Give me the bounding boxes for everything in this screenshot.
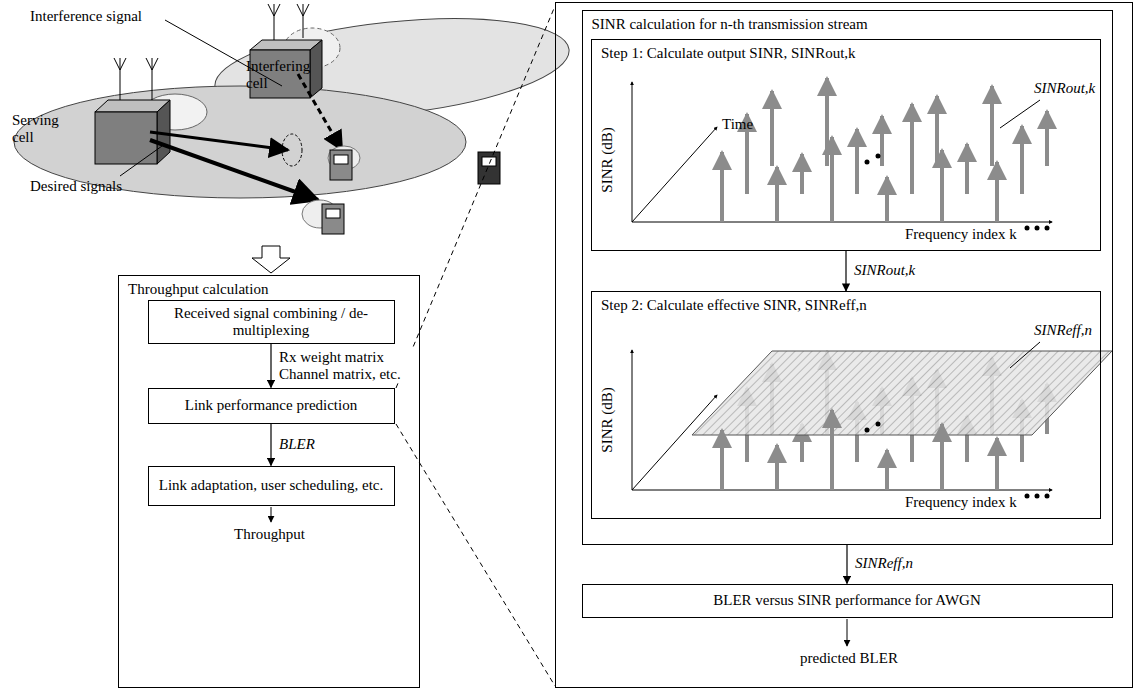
panel-title: Step 1: Calculate output SINR, SINRout,k xyxy=(592,40,1100,67)
process-box: BLER versus SINR performance for AWGN xyxy=(582,584,1113,618)
annotation-label: predicted BLER xyxy=(800,650,898,667)
annotation-label: Throughput xyxy=(234,526,305,543)
annotation-label: Frequency index k xyxy=(905,226,1017,243)
annotation-label: Serving cell xyxy=(12,112,74,147)
panel-title: SINR calculation for n-th transmission s… xyxy=(583,11,1112,38)
connector-arrow xyxy=(270,344,271,388)
box-text: Link adaptation, user scheduling, etc. xyxy=(159,477,384,494)
connector-arrow xyxy=(845,251,846,291)
annotation-label: Interfering cell xyxy=(246,58,318,93)
sinr-chart xyxy=(632,342,1112,499)
edge-label: SINReff,n xyxy=(853,555,915,572)
annotation-label: SINR (dB) xyxy=(599,387,616,452)
detail-panel: SINR calculation for n-th transmission s… xyxy=(555,2,1133,688)
connector-arrow xyxy=(846,545,847,584)
panel-title: Step 2: Calculate effective SINR, SINRef… xyxy=(592,292,1100,319)
flow-arrow xyxy=(252,246,290,273)
interference-arrow xyxy=(298,74,342,150)
output-arrow xyxy=(271,507,272,522)
annotation-label: Time xyxy=(722,116,753,133)
edge-label: Rx weight matrix Channel matrix, etc. xyxy=(277,349,416,384)
box-text: Received signal combining / de-multiplex… xyxy=(155,305,388,340)
serving-base-station xyxy=(95,58,207,164)
edge-label: BLER xyxy=(277,436,317,453)
user-terminal xyxy=(302,146,500,234)
connector-arrow xyxy=(270,424,271,466)
step-box: Step 1: Calculate output SINR, SINRout,k xyxy=(591,39,1101,251)
edge-label: SINRout,k xyxy=(852,262,917,279)
serving-cell xyxy=(14,86,466,198)
annotation-label: Interference signal xyxy=(30,8,142,25)
annotation-label: SINReff,n xyxy=(1034,322,1092,339)
process-box: Link performance prediction xyxy=(148,388,395,424)
annotation-label: Frequency index k xyxy=(905,494,1017,511)
annotation-label: SINRout,k xyxy=(1034,80,1095,97)
sinr-panel: SINR calculation for n-th transmission s… xyxy=(582,10,1113,545)
box-text: Link performance prediction xyxy=(185,397,357,414)
process-box: Link adaptation, user scheduling, etc. xyxy=(148,466,395,506)
annotation-label: Desired signals xyxy=(30,178,122,195)
process-box: Received signal combining / de-multiplex… xyxy=(148,300,395,345)
sinr-chart xyxy=(632,78,1052,231)
desired-signal-arrow xyxy=(150,140,318,200)
box-text: BLER versus SINR performance for AWGN xyxy=(713,592,981,609)
output-arrow xyxy=(847,619,848,646)
throughput-panel: Throughput calculationReceived signal co… xyxy=(118,275,420,688)
step-box: Step 2: Calculate effective SINR, SINRef… xyxy=(591,291,1101,519)
leader-line xyxy=(120,146,162,176)
annotation-label: SINR (dB) xyxy=(599,127,616,192)
